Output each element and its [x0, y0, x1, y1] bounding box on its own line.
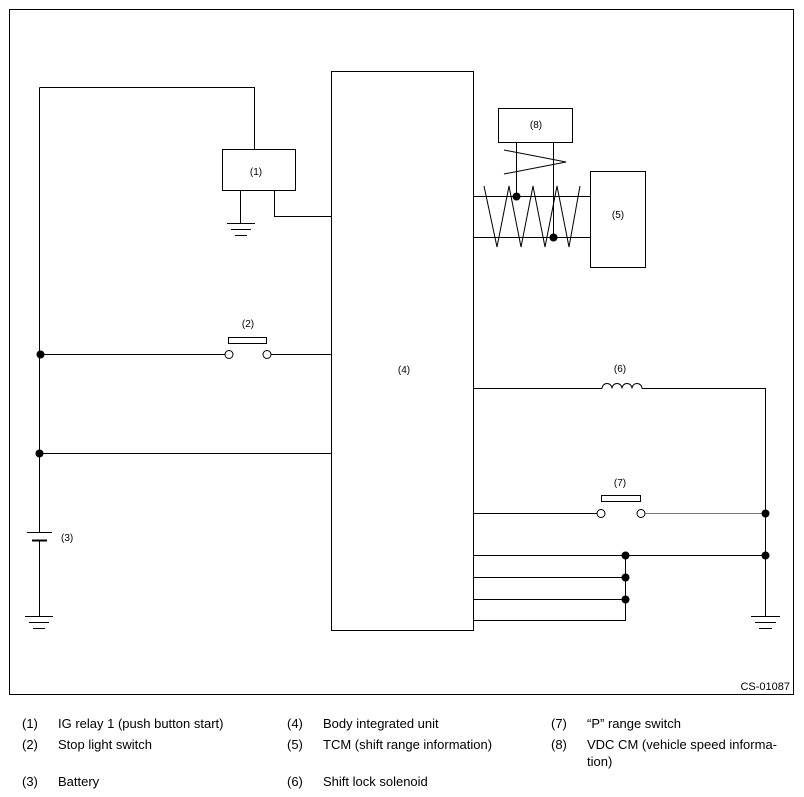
junction-dot-ground-b	[621, 573, 630, 582]
wiring-diagram: (1) (2) (3) (4) (8) (5)	[9, 9, 794, 695]
legend-text: Shift lock solenoid	[323, 774, 428, 789]
legend-number: (8)	[551, 737, 567, 752]
battery-ground-icon	[25, 616, 53, 629]
junction-dot-ground-right	[761, 551, 770, 560]
legend-text: Stop light switch	[58, 737, 152, 752]
legend-number: (7)	[551, 716, 567, 731]
p-switch-contact-left	[596, 509, 606, 518]
ig-relay-box	[222, 149, 296, 191]
tcm-label: (5)	[612, 210, 624, 221]
junction-dot-can-low	[549, 233, 558, 242]
p-switch-actuator	[601, 495, 641, 502]
p-switch-label: (7)	[614, 478, 626, 489]
diagram-frame	[9, 9, 794, 695]
junction-dot-ground-c	[621, 595, 630, 604]
legend-number: (1)	[22, 716, 38, 731]
legend-number: (3)	[22, 774, 38, 789]
chassis-ground-icon	[751, 616, 780, 629]
vdc-cm-label: (8)	[530, 120, 542, 131]
ig-relay-output-wire	[274, 190, 332, 217]
stop-switch-contact-left	[224, 350, 234, 359]
junction-dot-ground-a	[621, 551, 630, 560]
legend-number: (2)	[22, 737, 38, 752]
figure-code: CS-01087	[740, 681, 790, 693]
supply-wire	[39, 87, 255, 532]
stop-switch-label: (2)	[242, 319, 254, 330]
twisted-pair-zigzag	[483, 185, 581, 248]
ig-relay-ground-icon	[227, 223, 255, 236]
junction-dot-can-high	[512, 192, 521, 201]
stop-switch-actuator	[228, 337, 267, 344]
ig-relay-label: (1)	[250, 167, 262, 178]
legend-number: (6)	[287, 774, 303, 789]
body-unit-box	[331, 71, 474, 631]
vdc-cm-box	[498, 108, 573, 143]
legend-text: “P” range switch	[587, 716, 681, 731]
tcm-box	[590, 171, 646, 268]
legend-text: VDC CM (vehicle speed informa-tion)	[587, 737, 778, 769]
legend-text: TCM (shift range information)	[323, 737, 493, 752]
legend-number: (4)	[287, 716, 303, 731]
legend-text: IG relay 1 (push button start)	[58, 716, 224, 731]
body-unit-label: (4)	[398, 365, 410, 376]
ground-wire-4	[473, 555, 626, 621]
stop-switch-contact-right	[262, 350, 272, 359]
junction-dot-supply	[35, 449, 44, 458]
legend-text: Body integrated unit	[323, 716, 439, 731]
solenoid-coil-icon	[601, 383, 643, 389]
legend-number: (5)	[287, 737, 303, 752]
solenoid-label: (6)	[614, 364, 626, 375]
p-switch-contact-right	[636, 509, 646, 518]
junction-dot-stop	[36, 350, 45, 359]
legend: (1) IG relay 1 (push button start) (2) S…	[0, 712, 804, 792]
twist-indicator	[503, 149, 567, 175]
battery-label: (3)	[61, 533, 73, 544]
battery-icon	[27, 532, 52, 542]
solenoid-wire-right	[642, 388, 766, 513]
legend-text: Battery	[58, 774, 100, 789]
